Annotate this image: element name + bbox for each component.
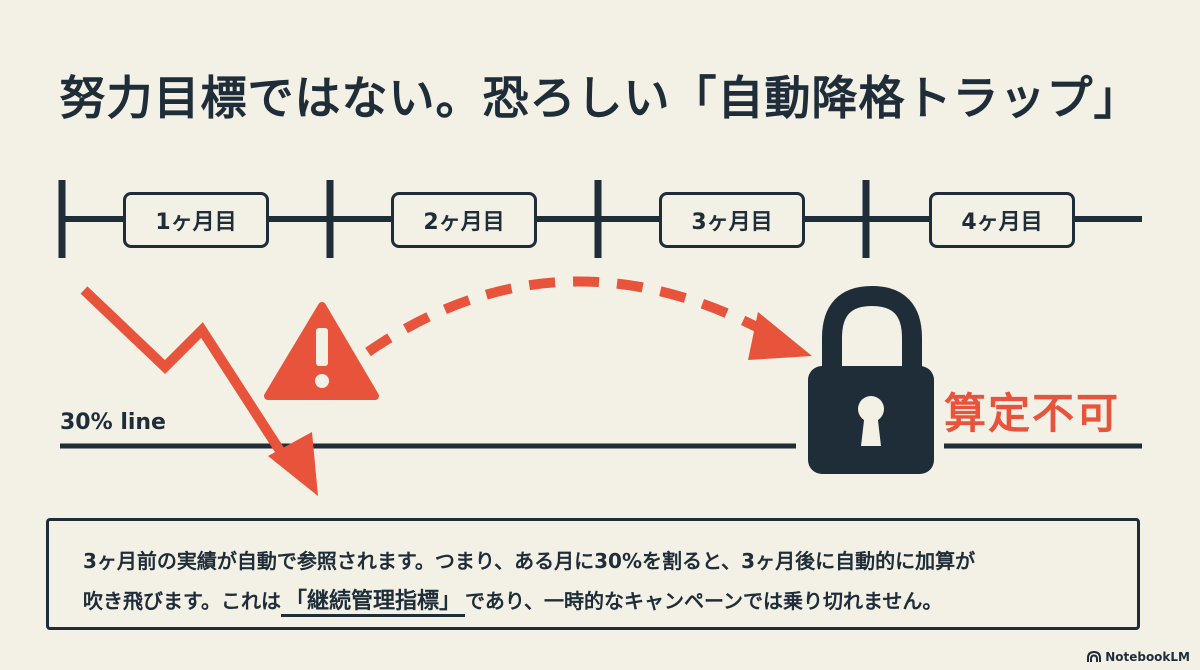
status-label: 算定不可 — [944, 389, 1121, 438]
timeline-month-2: 2ヶ月目 — [391, 192, 537, 248]
brand-name: NotebookLM — [1105, 650, 1190, 664]
warning-triangle-icon — [264, 302, 379, 400]
page-title: 努力目標ではない。恐ろしい「自動降格トラップ」 — [59, 71, 1141, 125]
timeline-month-4: 4ヶ月目 — [929, 192, 1075, 248]
timeline-month-1: 1ヶ月目 — [123, 192, 269, 248]
notebooklm-icon — [1087, 651, 1102, 662]
explanation-line-1: 3ヶ月前の実績が自動で参照されます。つまり、ある月に30%を割ると、3ヶ月後に自… — [83, 549, 976, 573]
explanation-line-2-start: 吹き飛びます。これは — [83, 589, 281, 613]
explanation-line-2: 吹き飛びます。これは「継続管理指標」であり、一時的なキャンペーンでは乗り切れませ… — [83, 581, 1113, 622]
threshold-label: 30% line — [60, 410, 166, 435]
padlock-icon — [808, 285, 934, 474]
falling-trend-arrow — [80, 286, 318, 496]
explanation-box: 3ヶ月前の実績が自動で参照されます。つまり、ある月に30%を割ると、3ヶ月後に自… — [46, 518, 1140, 630]
brand-watermark: NotebookLM — [1087, 650, 1190, 664]
explanation-line-2-end: であり、一時的なキャンペーンでは乗り切れません。 — [465, 589, 943, 613]
dashed-curve-arrow — [365, 276, 812, 360]
timeline-month-3: 3ヶ月目 — [659, 192, 805, 248]
highlighted-term: 「継続管理指標」 — [281, 589, 466, 617]
